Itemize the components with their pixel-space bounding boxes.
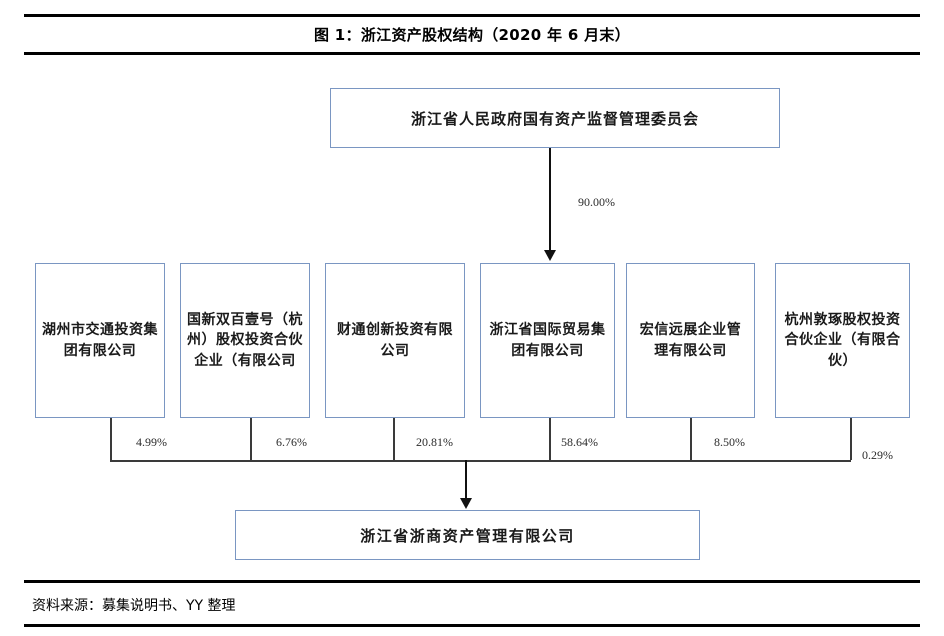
source-note: 资料来源：募集说明书、YY 整理 [32,597,236,614]
node-shareholder-2-label: 国新双百壹号（杭州）股权投资合伙企业（有限公司 [187,312,303,369]
node-shareholder-1: 湖州市交通投资集团有限公司 [35,263,165,418]
node-shareholder-3: 财通创新投资有限公司 [325,263,465,418]
edge-bus-to-target-arrowhead [460,498,472,509]
edge-label-sh2: 6.76% [276,435,307,449]
edge-label-sh1: 4.99% [136,435,167,449]
figure-title: 图 1：浙江资产股权结构（2020 年 6 月末） [313,26,630,44]
node-shareholder-4-label: 浙江省国际贸易集团有限公司 [489,322,606,359]
node-target-company: 浙江省浙商资产管理有限公司 [235,510,700,560]
edge-label-sh4: 58.64% [561,435,598,449]
header-rule-bottom [24,52,920,55]
node-shareholder-5-label: 宏信远展企业管理有限公司 [639,322,742,359]
edge-label-sh3: 20.81% [416,435,453,449]
edge-root-to-sh4-line [549,148,551,251]
edge-root-to-sh4-arrowhead [544,250,556,261]
edge-sh5-dropline [690,418,692,460]
org-chart-canvas: 浙江省人民政府国有资产监督管理委员会 90.00% 湖州市交通投资集团有限公司 … [0,58,944,578]
node-target-label: 浙江省浙商资产管理有限公司 [360,526,575,545]
edge-sh4-dropline [549,418,551,460]
footer-rule-top [24,580,920,583]
edge-label-sh5: 8.50% [714,435,745,449]
edge-sh3-dropline [393,418,395,460]
edge-bus-to-target-line [465,460,467,500]
edge-label-sh6: 0.29% [862,448,893,462]
edge-sh1-dropline [110,418,112,460]
node-shareholder-6-label: 杭州敦琢股权投资合伙企业（有限合伙） [784,312,901,369]
edge-bus-horizontal [110,460,851,462]
edge-label-root-to-sh4: 90.00% [578,195,615,209]
node-shareholder-4: 浙江省国际贸易集团有限公司 [480,263,615,418]
node-shareholder-5: 宏信远展企业管理有限公司 [626,263,755,418]
edge-sh2-dropline [250,418,252,460]
node-shareholder-2: 国新双百壹号（杭州）股权投资合伙企业（有限公司 [180,263,310,418]
node-shareholder-1-label: 湖州市交通投资集团有限公司 [42,322,158,359]
footer-rule-bottom [24,624,920,627]
edge-sh6-dropline [850,418,852,460]
node-shareholder-6: 杭州敦琢股权投资合伙企业（有限合伙） [775,263,910,418]
node-root-label: 浙江省人民政府国有资产监督管理委员会 [410,109,699,128]
node-root-sasac: 浙江省人民政府国有资产监督管理委员会 [330,88,780,148]
node-shareholder-3-label: 财通创新投资有限公司 [337,322,453,359]
header-rule-top [24,14,920,17]
